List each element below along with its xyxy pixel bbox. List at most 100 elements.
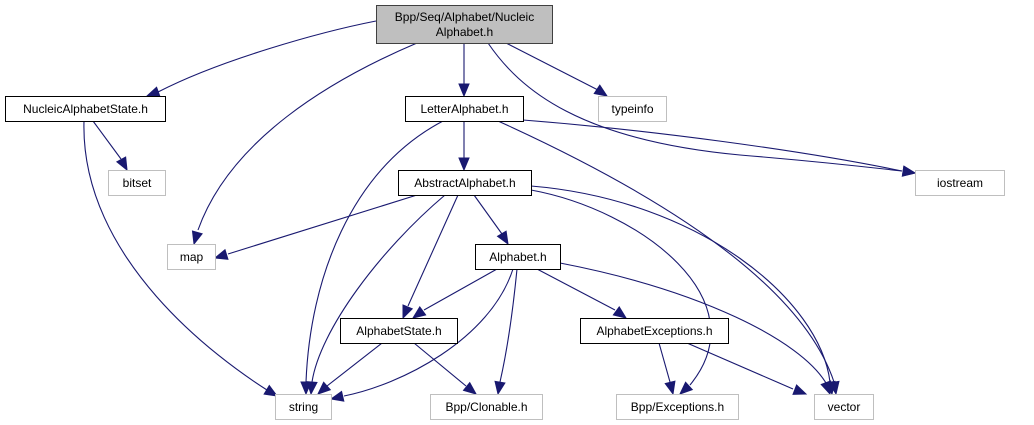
node-map: map: [167, 244, 216, 270]
edge-line: [473, 194, 503, 235]
edge-line: [530, 189, 712, 386]
node-label: AbstractAlphabet.h: [414, 176, 515, 190]
edge-alphabet-to-vector: [559, 262, 832, 396]
edge-line: [505, 42, 599, 91]
node-label: map: [180, 250, 204, 264]
node-label: Bpp/Exceptions.h: [631, 400, 724, 414]
edge-root-to-letter: [458, 43, 470, 98]
edge-alphabet-exceptions-to-exceptions: [658, 342, 676, 396]
edge-line: [530, 185, 831, 383]
arrowhead-icon: [494, 380, 506, 396]
node-box: [405, 96, 524, 122]
edge-alphabet-state-to-clonable: [413, 342, 478, 395]
node-box: [814, 394, 874, 420]
node-box: [430, 394, 543, 420]
arrowhead-icon: [901, 165, 917, 177]
edge-alphabet-to-clonable: [494, 268, 518, 396]
edge-alphabet-exceptions-to-vector: [686, 342, 808, 395]
node-label: Alphabet.h: [436, 25, 493, 39]
arrowhead-icon: [329, 390, 345, 402]
node-box: [108, 170, 166, 196]
edge-line: [686, 342, 794, 390]
node-box: [475, 244, 561, 270]
arrowhead-icon: [792, 384, 808, 395]
node-label: AlphabetExceptions.h: [596, 324, 712, 338]
edge-letter-to-abstract: [458, 121, 470, 172]
node-vector: vector: [814, 394, 874, 420]
edge-line: [536, 268, 616, 311]
node-alphabet-exceptions[interactable]: AlphabetExceptions.h: [580, 318, 729, 344]
edge-abstract-to-map: [213, 194, 418, 260]
arrowhead-icon: [115, 156, 128, 172]
arrowhead-icon: [612, 305, 628, 319]
node-box: [167, 244, 216, 270]
node-box: [340, 318, 458, 344]
edge-line: [305, 120, 444, 383]
arrowhead-icon: [213, 248, 229, 260]
edge-abstract-to-alphabet: [473, 194, 509, 246]
arrowhead-icon: [679, 381, 694, 395]
edge-line: [83, 120, 268, 391]
node-label: AlphabetState.h: [356, 324, 441, 338]
node-label: NucleicAlphabetState.h: [23, 102, 148, 116]
arrowhead-icon: [664, 380, 676, 396]
node-letter[interactable]: LetterAlphabet.h: [405, 96, 524, 122]
arrowhead-icon: [462, 381, 478, 395]
node-exceptions: Bpp/Exceptions.h: [616, 394, 739, 420]
edge-line: [343, 268, 514, 397]
node-label: Bpp/Clonable.h: [445, 400, 527, 414]
node-box: [398, 170, 532, 196]
edge-line: [522, 119, 903, 172]
edge-letter-to-string: [300, 120, 444, 396]
arrowhead-icon: [317, 381, 332, 395]
arrowhead-icon: [306, 381, 318, 396]
edge-line: [499, 268, 518, 383]
arrowhead-icon: [191, 230, 203, 246]
arrowhead-icon: [593, 84, 609, 97]
edge-alphabet-to-alphabet-state: [411, 268, 498, 319]
edge-line: [326, 342, 383, 387]
arrowhead-icon: [145, 86, 161, 98]
arrowhead-icon: [411, 305, 427, 319]
node-nucleic-state[interactable]: NucleicAlphabetState.h: [5, 96, 166, 122]
edge-line: [197, 42, 418, 231]
edge-nucleic-state-to-string: [83, 120, 279, 397]
edge-alphabet-state-to-string: [317, 342, 383, 395]
edges-layer: [83, 20, 917, 402]
node-iostream: iostream: [915, 170, 1005, 196]
edge-line: [413, 342, 467, 387]
arrowhead-icon: [820, 380, 832, 396]
edge-line: [92, 120, 122, 160]
edge-line: [227, 194, 418, 255]
node-label: bitset: [123, 176, 152, 190]
edge-line: [157, 20, 377, 93]
node-abstract[interactable]: AbstractAlphabet.h: [398, 170, 532, 196]
edge-line: [487, 42, 903, 172]
edge-line: [311, 194, 446, 383]
edge-abstract-to-string: [306, 194, 446, 396]
node-label: string: [289, 400, 318, 414]
node-box: [5, 96, 166, 122]
node-clonable: Bpp/Clonable.h: [430, 394, 543, 420]
node-label: Bpp/Seq/Alphabet/Nucleic: [395, 10, 534, 24]
node-label: iostream: [937, 176, 983, 190]
node-bitset: bitset: [108, 170, 166, 196]
nodes-layer: Bpp/Seq/Alphabet/NucleicAlphabet.hNuclei…: [5, 5, 1005, 420]
node-box: [376, 5, 553, 44]
edge-line: [658, 342, 671, 383]
edge-abstract-to-alphabet-state: [402, 194, 459, 320]
node-box: [598, 96, 667, 122]
arrowhead-icon: [402, 304, 414, 320]
edge-root-to-nucleic-state: [145, 20, 377, 98]
arrowhead-icon: [458, 157, 470, 172]
node-box: [616, 394, 739, 420]
node-alphabet[interactable]: Alphabet.h: [475, 244, 561, 270]
node-root[interactable]: Bpp/Seq/Alphabet/NucleicAlphabet.h: [376, 5, 553, 44]
edge-root-to-map: [191, 42, 418, 246]
node-string: string: [275, 394, 332, 420]
edge-letter-to-iostream: [522, 119, 917, 177]
node-label: typeinfo: [611, 102, 653, 116]
node-box: [275, 394, 332, 420]
node-label: Alphabet.h: [489, 250, 546, 264]
node-alphabet-state[interactable]: AlphabetState.h: [340, 318, 458, 344]
